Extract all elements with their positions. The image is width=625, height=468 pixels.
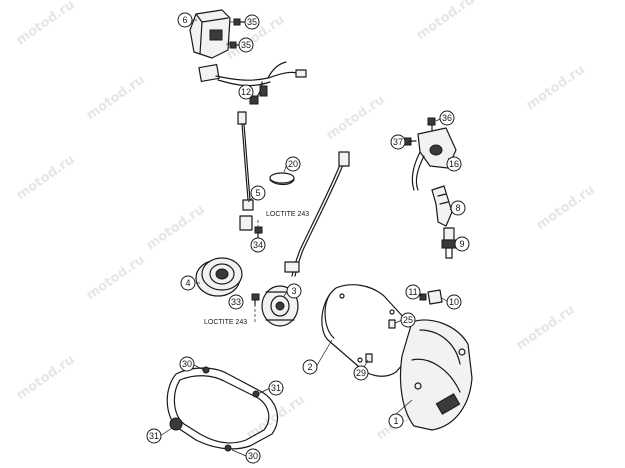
- watermark-text: motod.ru: [14, 0, 78, 48]
- svg-text:9: 9: [459, 239, 464, 249]
- watermark-text: motod.ru: [524, 62, 588, 113]
- callout-30: 30: [179, 356, 195, 372]
- svg-text:30: 30: [182, 359, 192, 369]
- svg-text:20: 20: [288, 159, 298, 169]
- svg-text:29: 29: [356, 368, 366, 378]
- svg-text:35: 35: [241, 40, 251, 50]
- stator-part: [261, 151, 350, 327]
- cable-clip-part: [269, 172, 295, 186]
- callout-36: 36: [439, 110, 455, 126]
- callout-8: 8: [450, 200, 466, 216]
- callout-25: 25: [400, 312, 416, 328]
- screw-part: [427, 117, 436, 131]
- control-unit-part: [189, 9, 236, 59]
- callout-37: 37: [390, 134, 406, 150]
- screw-part: [251, 293, 260, 306]
- loctite-note: LOCTITE 243: [266, 211, 309, 218]
- screw-part: [419, 293, 427, 301]
- spark-plug-part: [441, 227, 457, 259]
- svg-text:2: 2: [307, 362, 312, 372]
- lower-gasket-part: [166, 366, 279, 452]
- screw-part: [229, 18, 245, 49]
- watermark-text: motod.ru: [144, 202, 208, 253]
- rotor-part: [195, 257, 243, 297]
- watermark-text: motod.ru: [514, 302, 578, 353]
- svg-text:1: 1: [393, 416, 398, 426]
- svg-text:31: 31: [271, 383, 281, 393]
- callout-20: 20: [285, 156, 301, 172]
- svg-text:33: 33: [231, 297, 241, 307]
- ignition-coil-part: [411, 127, 457, 191]
- svg-text:10: 10: [449, 297, 459, 307]
- svg-text:12: 12: [241, 87, 251, 97]
- callout-11: 11: [405, 284, 421, 300]
- watermark-text: motod.ru: [14, 352, 78, 403]
- svg-text:31: 31: [149, 431, 159, 441]
- svg-text:25: 25: [403, 315, 413, 325]
- watermark-text: motod.ru: [84, 252, 148, 303]
- ignition-cover-part: [399, 319, 473, 431]
- dowel-pin-part: [388, 319, 396, 329]
- callout-1: 1: [388, 413, 404, 429]
- callout-31: 31: [146, 428, 162, 444]
- dowel-pin-part: [365, 353, 373, 363]
- callout-3: 3: [286, 283, 302, 299]
- callout-6: 6: [177, 12, 193, 28]
- callout-16: 16: [446, 156, 462, 172]
- svg-text:30: 30: [248, 451, 258, 461]
- svg-text:35: 35: [247, 17, 257, 27]
- spark-plug-connector-part: [431, 185, 453, 227]
- callout-9: 9: [454, 236, 470, 252]
- callout-29: 29: [353, 365, 369, 381]
- callout-2: 2: [302, 359, 318, 375]
- watermark-text: motod.ru: [84, 72, 148, 123]
- bracket-part: [427, 289, 443, 305]
- callout-35: 35: [244, 14, 260, 30]
- callout-30: 30: [245, 448, 261, 464]
- callout-34: 34: [250, 237, 266, 253]
- screw-part: [254, 226, 263, 239]
- callout-10: 10: [446, 294, 462, 310]
- svg-text:37: 37: [393, 137, 403, 147]
- watermark-layer: motod.ru motod.ru motod.ru motod.ru moto…: [14, 0, 598, 443]
- watermark-text: motod.ru: [534, 182, 598, 233]
- svg-text:34: 34: [253, 240, 263, 250]
- cable-part: [237, 111, 254, 231]
- svg-text:6: 6: [182, 15, 187, 25]
- callout-5: 5: [250, 185, 266, 201]
- cover-gasket-part: [321, 284, 415, 377]
- callout-12: 12: [238, 84, 254, 100]
- svg-text:5: 5: [255, 188, 260, 198]
- svg-text:16: 16: [449, 159, 459, 169]
- watermark-text: motod.ru: [414, 0, 478, 43]
- watermark-text: motod.ru: [324, 92, 388, 143]
- watermark-text: motod.ru: [14, 152, 78, 203]
- svg-text:4: 4: [185, 278, 190, 288]
- callout-4: 4: [180, 275, 196, 291]
- svg-text:3: 3: [291, 286, 296, 296]
- svg-text:36: 36: [442, 113, 452, 123]
- svg-text:11: 11: [408, 287, 417, 297]
- wiring-harness-part: [198, 61, 307, 105]
- callout-35: 35: [238, 37, 254, 53]
- svg-text:8: 8: [455, 203, 460, 213]
- callout-31: 31: [268, 380, 284, 396]
- callout-33: 33: [228, 294, 244, 310]
- loctite-note: LOCTITE 243: [204, 319, 247, 326]
